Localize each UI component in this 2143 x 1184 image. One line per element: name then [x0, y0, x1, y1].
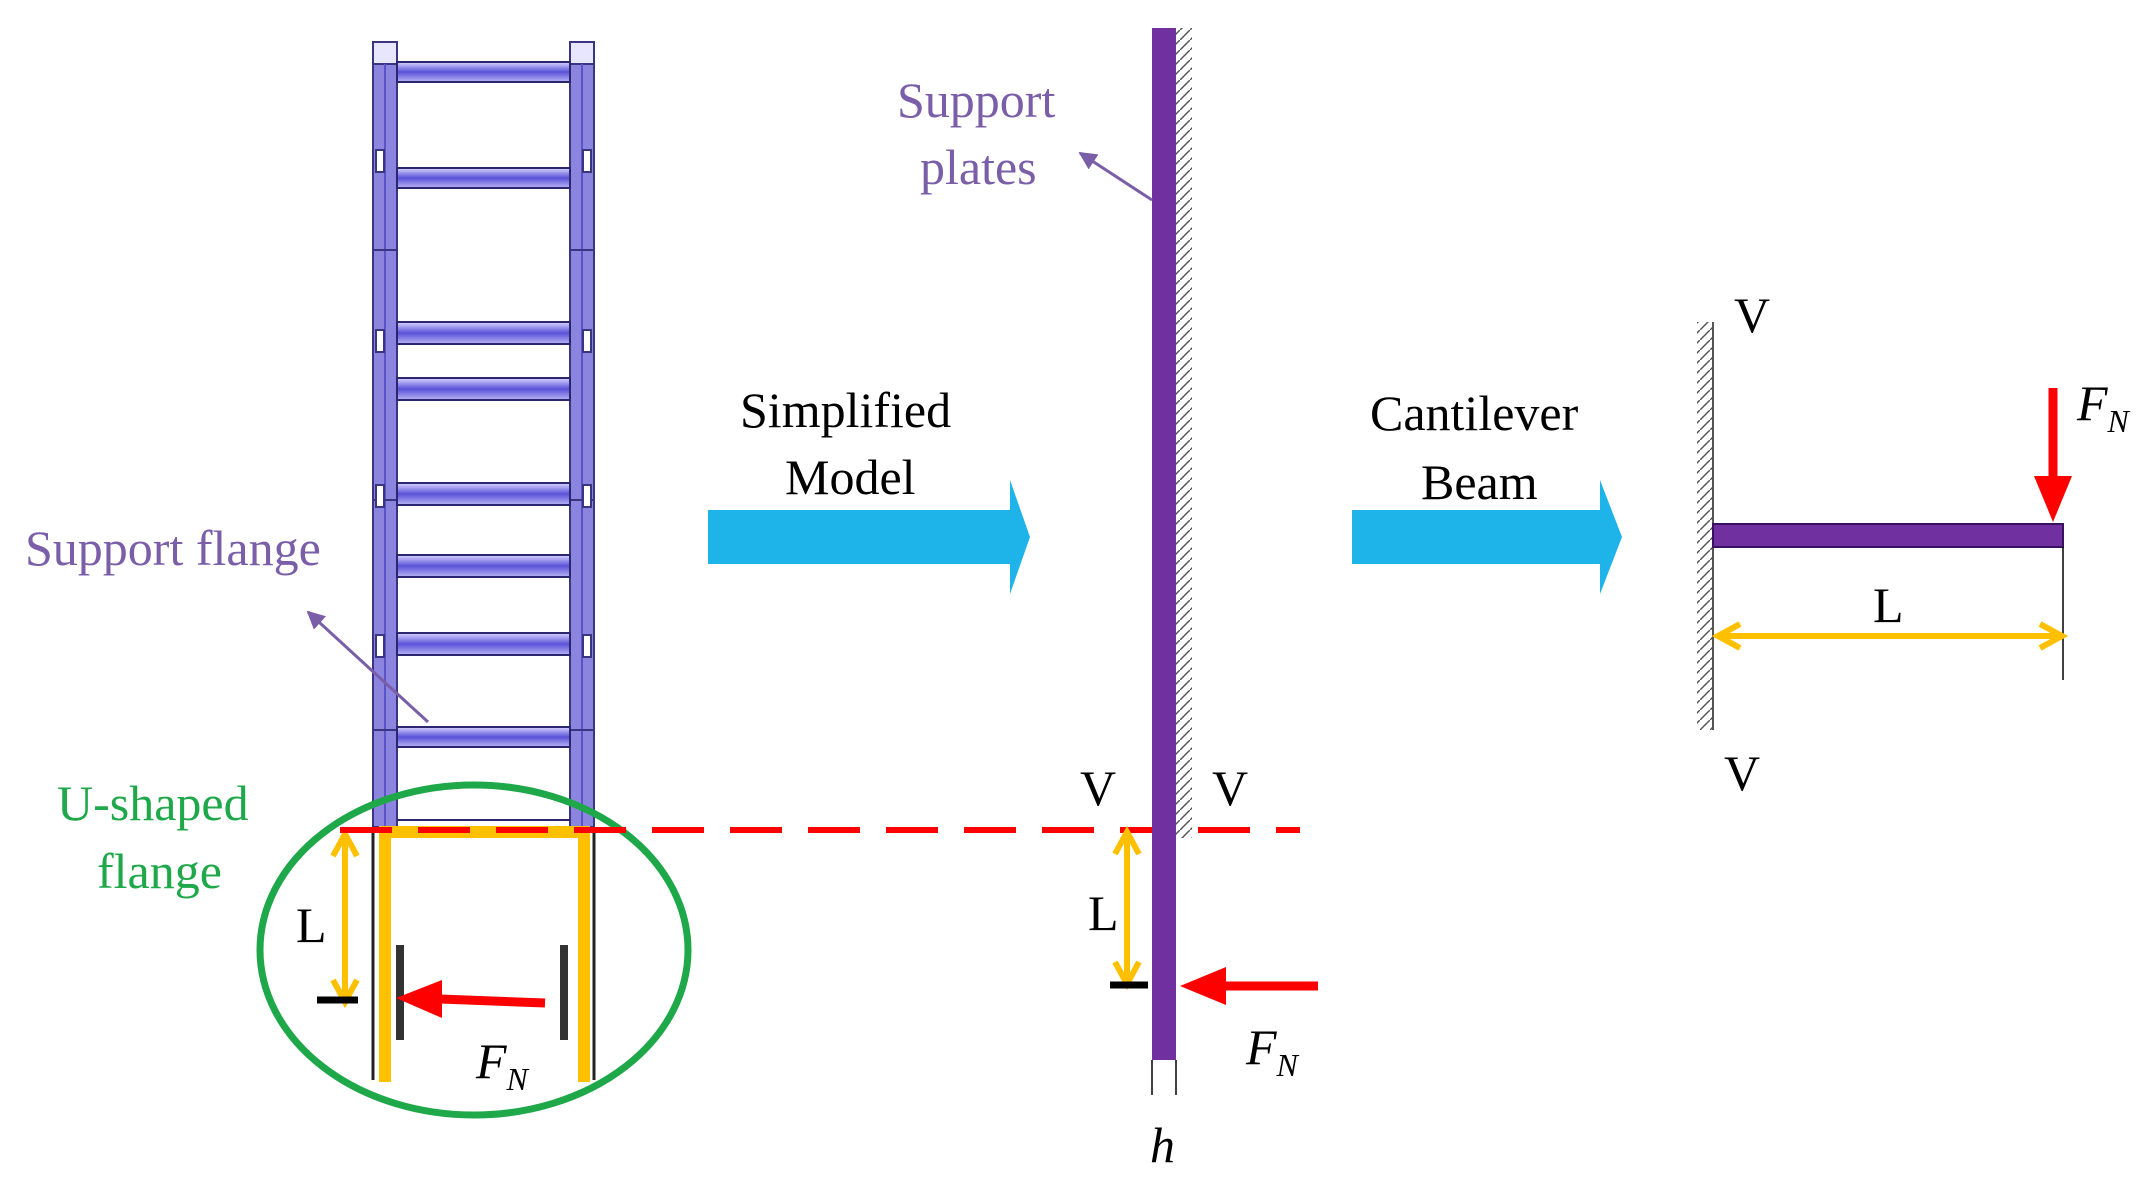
thickness-label: h — [1150, 1117, 1175, 1173]
cantilever-beam-label-line1: Cantilever — [1370, 385, 1579, 441]
rungs — [396, 61, 571, 748]
support-plates-label-line2: plates — [920, 139, 1037, 195]
support-flange-label: Support flange — [25, 520, 321, 576]
support-plate — [1152, 28, 1176, 1060]
right-force-label: FN — [2076, 375, 2131, 439]
right-section-label-bottom: V — [1724, 745, 1760, 801]
section-label-left: V — [1080, 760, 1116, 816]
middle-length-label: L — [1088, 885, 1119, 941]
svg-text:FN: FN — [2076, 375, 2131, 439]
left-force-label: FN — [475, 1033, 530, 1097]
rung — [396, 482, 571, 506]
left-length-label: L — [296, 897, 327, 953]
u-shaped-flange-outline — [379, 826, 590, 1082]
simplified-model-label-line1: Simplified — [740, 382, 951, 438]
cantilever-beam — [1712, 523, 2064, 548]
rung — [396, 554, 571, 578]
support-flange-leader — [306, 610, 430, 724]
simplified-model-label-line2: Model — [785, 449, 916, 505]
right-section-label-top: V — [1734, 287, 1770, 343]
simplification-arrow — [708, 480, 1030, 594]
u-flange-highlight-ellipse — [256, 781, 692, 1119]
svg-text:FN: FN — [1245, 1019, 1300, 1083]
rung — [396, 167, 571, 189]
cantilever-beam-label-line2: Beam — [1421, 454, 1538, 510]
wall-hatch-vertical — [1176, 28, 1192, 838]
support-frame-drawing — [371, 41, 596, 1082]
support-plates-label-line1: Support — [897, 72, 1055, 128]
middle-force-label: FN — [1245, 1019, 1300, 1083]
section-label-right: V — [1212, 760, 1248, 816]
rung — [396, 632, 571, 656]
right-length-label: L — [1873, 577, 1904, 633]
support-plates-leader — [1078, 151, 1153, 202]
wall-hatch-right — [1697, 322, 1713, 730]
svg-text:FN: FN — [475, 1033, 530, 1097]
rung — [396, 321, 571, 345]
rung — [396, 61, 571, 83]
rung — [396, 726, 571, 748]
u-shaped-flange-label-line1: U-shaped — [57, 775, 249, 831]
rung — [396, 377, 571, 401]
left-force-arrow — [439, 994, 546, 1008]
cantilever-arrow — [1352, 480, 1622, 594]
u-shaped-flange-label-line2: flange — [97, 843, 222, 899]
